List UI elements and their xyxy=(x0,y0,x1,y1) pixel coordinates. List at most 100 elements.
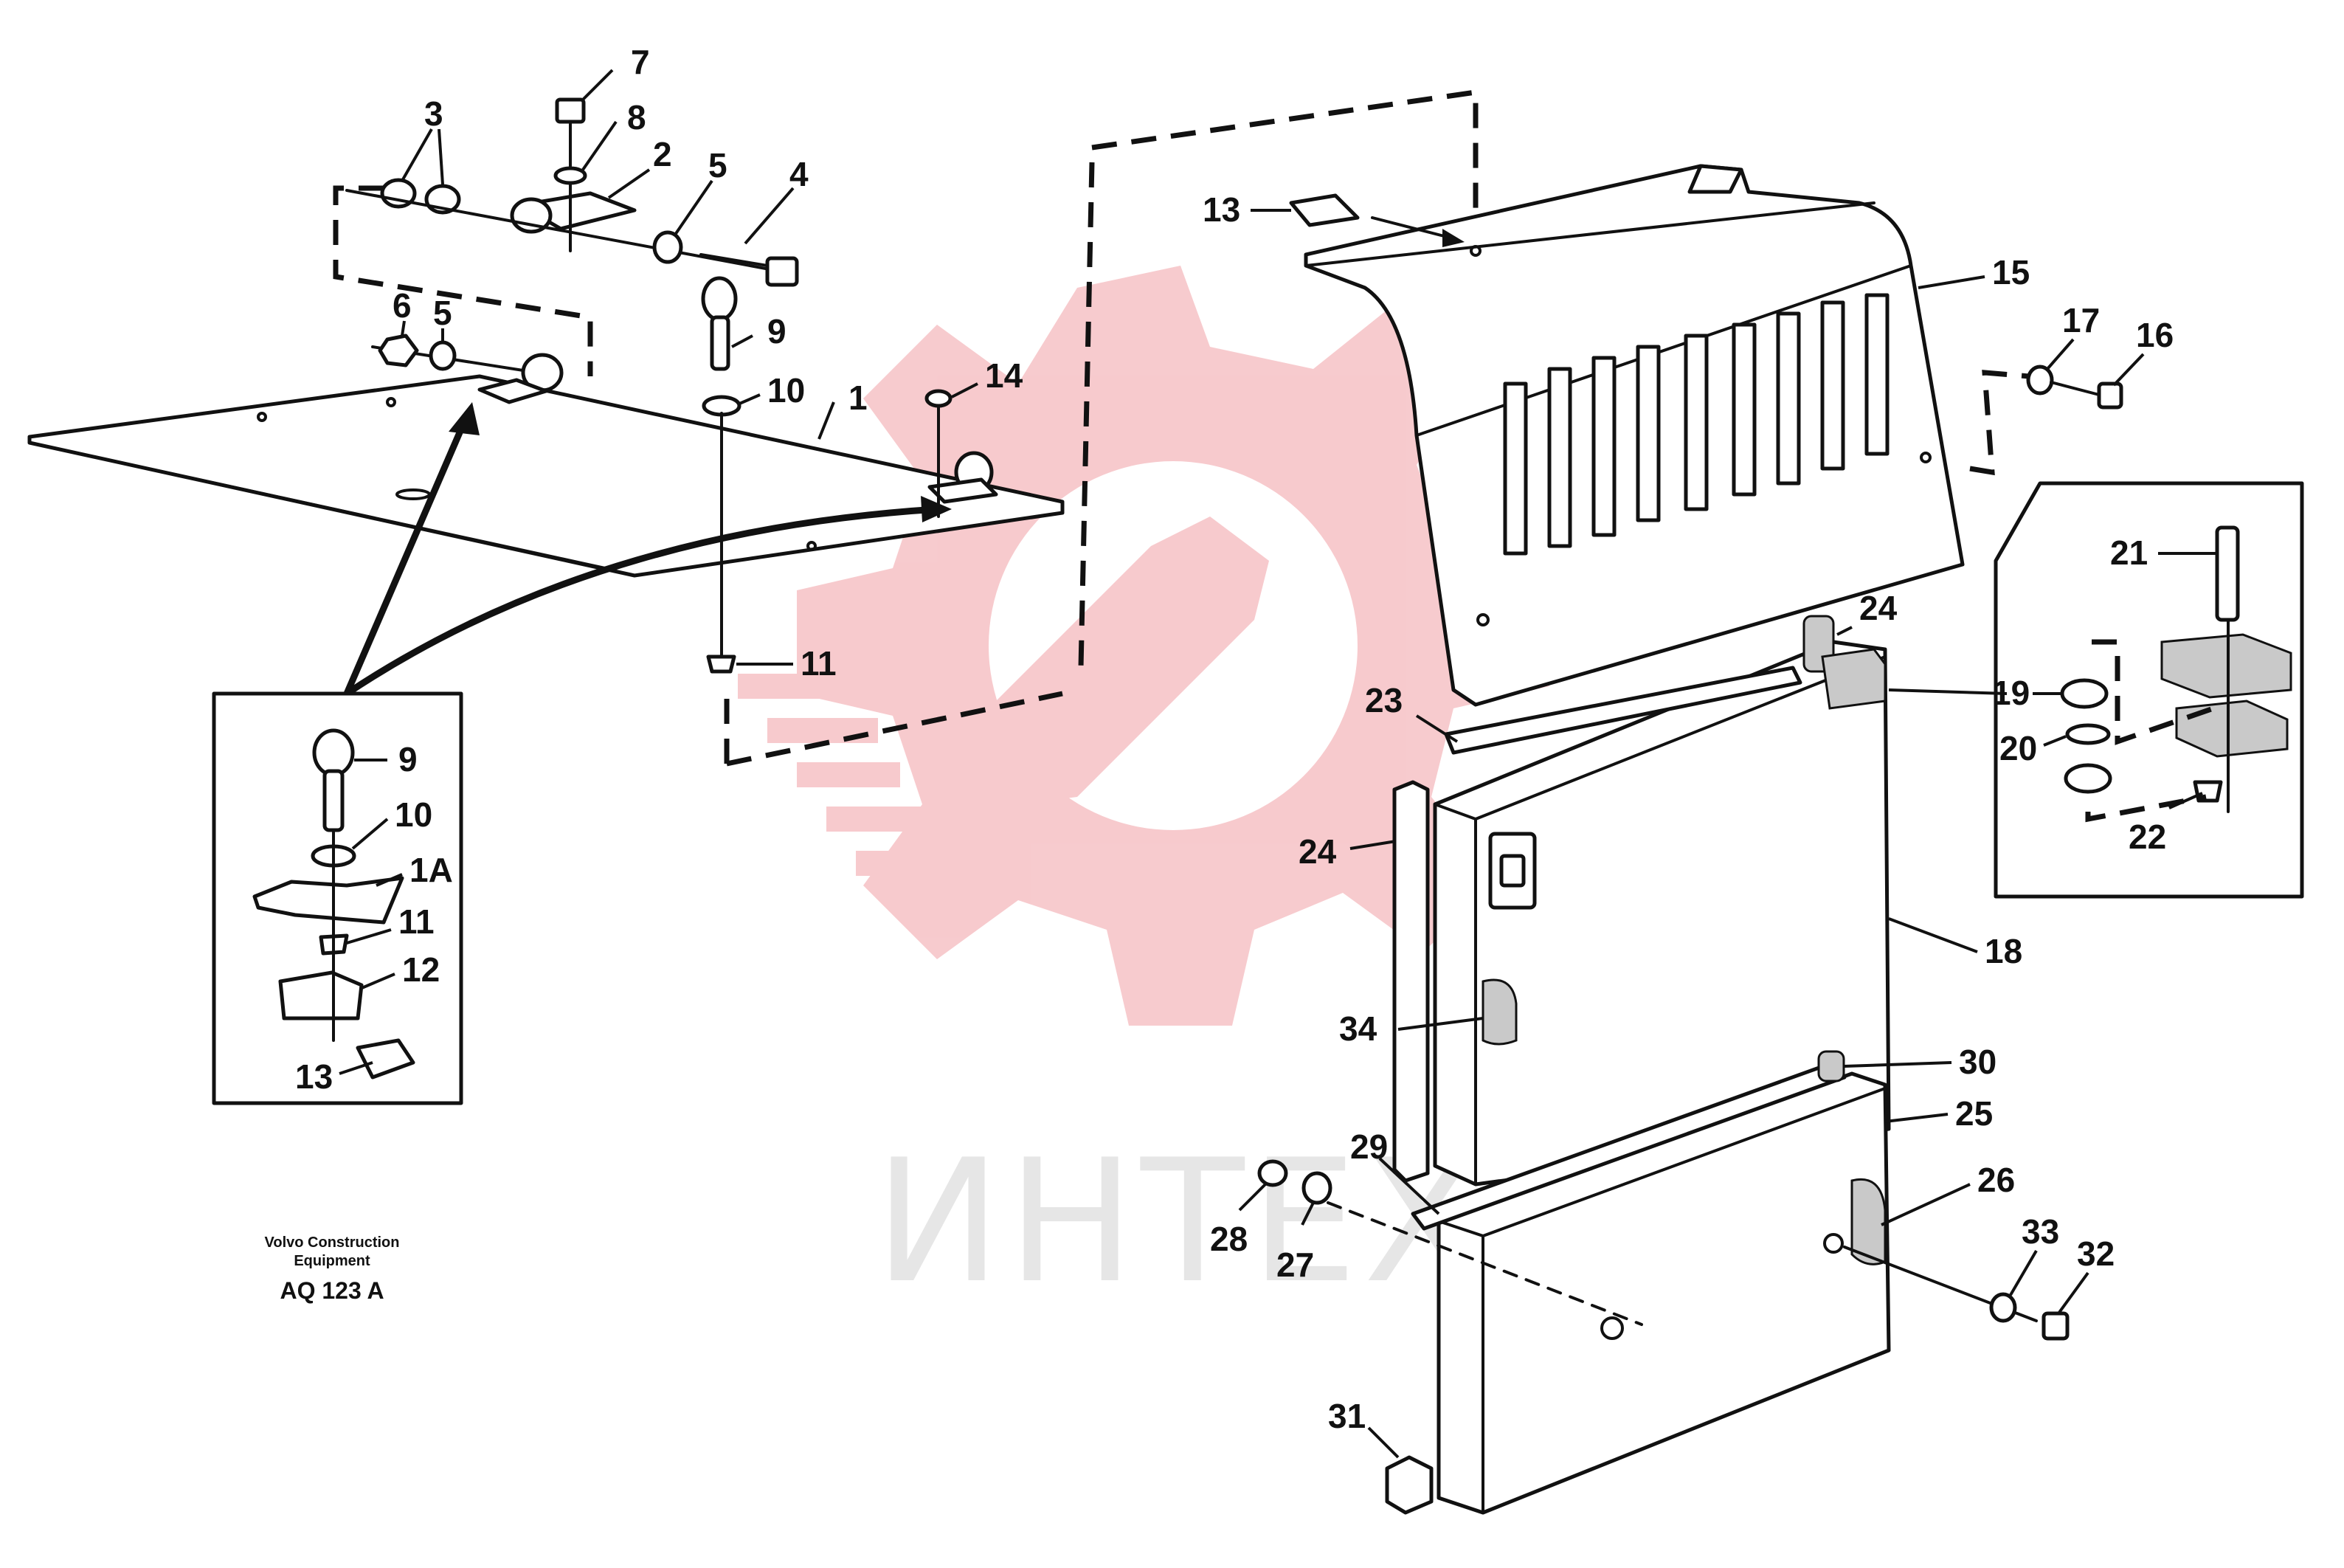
callout-18: 18 xyxy=(1985,932,2022,970)
leader-25 xyxy=(1884,1113,1949,1123)
cover-hole-bottom xyxy=(1476,613,1490,626)
foam-blocks-top xyxy=(1821,648,1887,710)
ring-pin-9 xyxy=(701,276,738,322)
leader-8 xyxy=(581,120,618,171)
bolt-16-head xyxy=(2097,381,2123,410)
plate-hole-c xyxy=(806,541,817,551)
leader-22 xyxy=(2168,792,2203,809)
leader-23 xyxy=(1415,714,1459,743)
callout-5a: 5 xyxy=(708,146,727,184)
detail-latch-13 xyxy=(356,1038,415,1080)
bottom-panel-25 xyxy=(1257,1050,2070,1515)
leader-5a xyxy=(674,179,713,236)
vent-slot xyxy=(1820,300,1845,471)
cover-hole-top xyxy=(1470,245,1482,257)
washer-8 xyxy=(553,166,587,185)
top-cover-15-fold xyxy=(1304,201,1912,437)
caption-line-1: Volvo Construction xyxy=(265,1234,400,1251)
vent-slot xyxy=(1547,367,1572,548)
detail-inset-right xyxy=(1888,481,2304,899)
leader-29 xyxy=(1378,1157,1440,1215)
callout-10b: 10 xyxy=(395,795,432,834)
leader-1 xyxy=(817,401,835,440)
callout-15: 15 xyxy=(1992,253,2030,291)
cover-hole-side xyxy=(1920,452,1932,463)
plate-hole-a xyxy=(257,412,267,422)
leader-24a xyxy=(1836,626,1853,636)
washer-33 xyxy=(1989,1292,2017,1323)
detail-bracket-12 xyxy=(278,970,364,1020)
side-panel-18-top-edge xyxy=(1474,655,1887,821)
plate-dashed-bracket xyxy=(724,686,1063,767)
leader-4 xyxy=(744,187,795,245)
vent-slot xyxy=(1591,356,1617,537)
detail-ring-pin-9-shank xyxy=(322,769,345,832)
seal-26 xyxy=(1850,1178,1887,1265)
detail-plate-1a xyxy=(252,876,404,925)
callout-labels: 1 1A 2 3 4 5 5 6 7 8 9 9 10 10 11 11 12 … xyxy=(295,43,2174,1435)
washer-17 xyxy=(2026,365,2054,396)
seal-30 xyxy=(1817,1050,1845,1082)
panel-25-fastener-line xyxy=(1327,1201,1643,1326)
leader-27 xyxy=(1301,1202,1315,1226)
plate-hole-b xyxy=(386,397,396,407)
callout-4: 4 xyxy=(789,155,809,193)
callout-10a: 10 xyxy=(767,371,805,410)
washer-27 xyxy=(1301,1171,1332,1205)
panel-25-hole-left xyxy=(1600,1316,1624,1340)
bolt-4-thread xyxy=(699,253,769,267)
cover-vent-slots xyxy=(1503,293,1890,556)
leader-13a xyxy=(339,1061,373,1075)
floor-plate-1-edge xyxy=(28,441,606,570)
ring-pin-9-shank xyxy=(710,315,730,371)
leader-lines xyxy=(339,69,2217,1459)
leader-11b xyxy=(346,928,392,944)
hinge-assembly-dashed-bracket xyxy=(333,185,593,376)
leader-26 xyxy=(1881,1183,1971,1226)
arrow-head-plate-hole xyxy=(921,496,952,522)
cover-dashed-link xyxy=(1091,89,1479,247)
latch-13-arrow xyxy=(1371,216,1451,239)
caption-code: AQ 123 A xyxy=(280,1277,384,1304)
callout-32: 32 xyxy=(2077,1234,2115,1273)
top-cover-15-tab xyxy=(1687,164,1743,194)
leader-3b xyxy=(438,128,444,185)
callout-19: 19 xyxy=(1992,674,2030,712)
callout-3: 3 xyxy=(424,94,443,133)
leader-15 xyxy=(1918,275,1985,289)
leader-14 xyxy=(951,382,978,398)
detail-pointer-arrows xyxy=(343,402,952,697)
leader-2 xyxy=(607,168,651,199)
leader-1a xyxy=(376,873,403,887)
callout-16: 16 xyxy=(2136,316,2174,354)
callout-12: 12 xyxy=(402,950,440,989)
bolt-32-head xyxy=(2042,1311,2070,1341)
vent-slot xyxy=(1776,311,1801,486)
arrow-to-hinge-tab xyxy=(343,419,469,695)
leader-12 xyxy=(359,973,395,990)
callout-6: 6 xyxy=(393,286,412,325)
detail-washer-20a xyxy=(2065,723,2111,745)
vent-slot xyxy=(1684,334,1709,511)
callout-22: 22 xyxy=(2129,818,2166,856)
hinge-axis-line xyxy=(345,189,791,274)
leader-6 xyxy=(401,320,406,336)
seal-34 xyxy=(1482,978,1518,1046)
leader-10a xyxy=(737,393,761,406)
leader-20 xyxy=(2043,735,2067,747)
callout-1: 1 xyxy=(848,379,868,417)
leader-31 xyxy=(1367,1426,1400,1459)
screw-7-head xyxy=(555,97,586,124)
callout-2: 2 xyxy=(653,135,672,173)
callout-24b: 24 xyxy=(1299,832,1337,871)
latch-13 xyxy=(1289,193,1360,227)
callout-33: 33 xyxy=(2022,1212,2059,1251)
latch-13-arrow-head xyxy=(1442,229,1465,247)
panel-handle-grip xyxy=(1499,854,1526,888)
watermark-stripes xyxy=(738,674,944,876)
callout-14: 14 xyxy=(985,356,1023,395)
callout-30: 30 xyxy=(1959,1043,1996,1081)
seal-strip-24-left xyxy=(1392,780,1430,1183)
plate-hinge-tab xyxy=(477,378,548,404)
callout-1a: 1A xyxy=(409,851,453,889)
